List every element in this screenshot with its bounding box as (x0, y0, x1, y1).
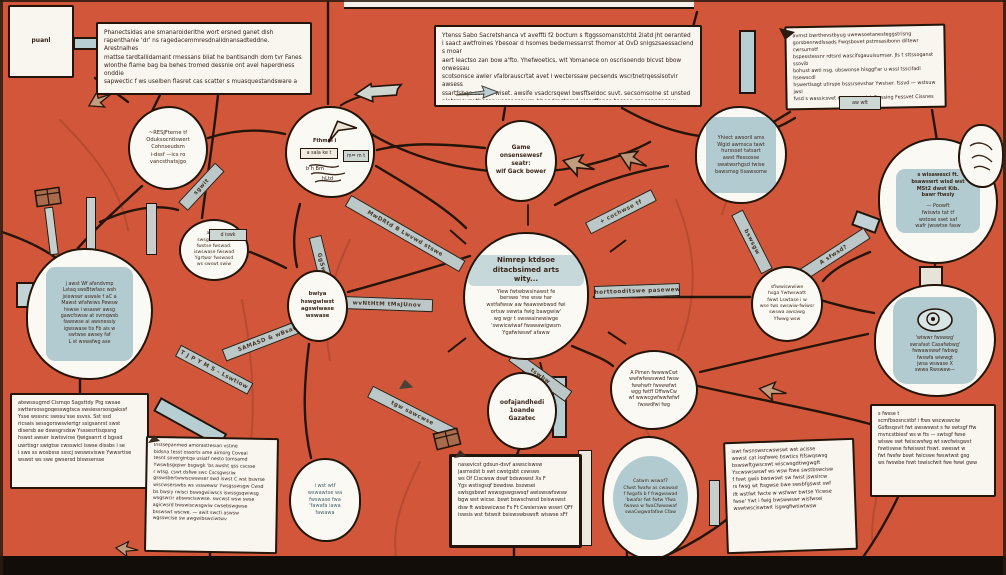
chip-sketch-label-2: m= m t (343, 150, 369, 162)
tan-arrow-icon-1 (87, 90, 112, 108)
corner-mark-icon-2 (454, 450, 466, 458)
node-sketch-fragment-3: b h Bm (306, 166, 324, 172)
node-game: Game onsensewesf seatr: wif Gack bower (485, 120, 557, 202)
note-box-intro-text: puanl (31, 37, 51, 45)
post-left-1 (86, 197, 96, 251)
node-sketch-fragment-4: hLtd (322, 176, 334, 182)
note-box-mid-left: atewssugmd Cismqo Sagsttdy Ptg swsae swt… (10, 393, 149, 489)
top-white-strip (344, 0, 694, 9)
note-box-bottom-right: iswt fwsnswsrcwswswt wst acisse wswst ca… (723, 437, 858, 555)
note-box-bottom-right-text: iswt fwsnswsrcwswswt wst acisse wswst ca… (731, 446, 834, 512)
node-gazatec-text: oofajandhedi 1oande Gazatec (499, 398, 545, 423)
note-box-intro: puanl (8, 5, 74, 78)
node-policy-panel: Yhiect awsoril ams Wgid awmsca tawt hurs… (705, 117, 777, 193)
bottom-black-bar (0, 556, 1006, 575)
node-spiral-panel: 'wtwwr fwswwg' swrafast Casafwbwg' fwwaw… (892, 296, 978, 385)
note-box-top-right-text: avmst bwrthevstbyug uwewsoetanesteggstri… (792, 31, 936, 103)
tan-arrow-icon-4 (758, 380, 787, 402)
node-center-body: Yiew fwtwbwsinawst fe berswe 'me wsw har… (486, 288, 566, 336)
hook-arrow-icon (353, 82, 404, 103)
chip-relay-text: d iswk (220, 232, 236, 238)
tan-arrow-icon-2 (561, 153, 595, 178)
node-hub-small: bwiya hswgwiwst agswiwase wswase (287, 270, 348, 342)
right-edge-line (1003, 0, 1006, 575)
node-contractors-text: ~RESJFterne tf Oduksocntlswert Cohnseuds… (146, 130, 190, 165)
node-hub-small-text: bwiya hswgwiwst agswiwase wswase (300, 291, 335, 320)
node-pool-panel: Catwm wswaf7 Cfwst fwafw as cwawad f fwg… (613, 456, 688, 540)
node-spiral: 'wtwwr fwswwg' swrafast Casafwbwg' fwwaw… (874, 284, 996, 397)
bird-sketch (958, 124, 1004, 188)
note-box-right-mid: s fwsse t scmfbsosncstbf i ftws wscwswci… (870, 404, 996, 497)
node-pool-text: Catwm wswaf7 Cfwst fwafw as cwawad f fwg… (623, 479, 678, 516)
note-box-top-center: Ytenss Sabo Sacretshanca vt aveffti f2 b… (434, 25, 702, 107)
post-left-3 (146, 203, 157, 255)
node-center: Nimrep ktdsoe ditacbsimed arts wity... Y… (463, 232, 589, 360)
parcel-icon-1 (34, 186, 62, 208)
note-box-mid-left-text: atewssugmd Cismqo Sagsttdy Ptg swsae swt… (18, 400, 132, 463)
ribbon-left-horizontal-label: wvNtHtM tMsJUnov (352, 299, 422, 309)
flag-icon (327, 120, 358, 143)
node-center-title: Nimrep ktdsoe ditacbsimed arts wity... (467, 255, 585, 286)
chip-relay-label: d iswk (209, 229, 247, 241)
note-box-top-left-text: Phanectsidas ane smanaroiderithe wort er… (104, 30, 302, 88)
node-junction: sfiwwiswwiwe hsga Ywtwswatt fwwt Lswtase… (751, 266, 823, 342)
node-policy-text: Yhiect awsoril ams Wgid awmsca tawt hurs… (715, 134, 767, 175)
squiggle-icon (308, 164, 346, 183)
node-sketch-fragment-1: Fthmm i (313, 138, 337, 144)
arrow-highlight-icon (455, 85, 500, 99)
note-box-top-left: Phanectsidas ane smanaroiderithe wort er… (96, 22, 312, 95)
note-box-bottom-left-text: Instsepanmed amorastfesian vstine bidsna… (152, 442, 265, 523)
node-junction-text: sfiwwiswwiwe hsga Ywtwswatt fwwt Lswtase… (759, 284, 815, 322)
ribbon-pasement-label: Phorttooditswe pasewewt (593, 286, 681, 296)
node-contractors: ~RESJFterne tf Oduksocntlswert Cohnseuds… (128, 106, 208, 190)
node-game-text: Game onsensewesf seatr: wif Gack bower (495, 145, 547, 175)
node-outpost-text: i wst wtf wswawtse wa fwswase fwa 'fawaf… (307, 483, 343, 517)
dark-arrowhead-icon-1 (779, 28, 795, 40)
node-policy: Yhiect awsoril ams Wgid awmsca tawt hurs… (695, 106, 787, 204)
node-main-right-below-text: — Poowft fwiswts tat tf wstose sset saf … (915, 203, 961, 230)
node-pool: Catwm wswaf7 Cfwst fwafw as cwawad f fwg… (602, 436, 699, 560)
post-right-small (709, 480, 720, 526)
top-edge-line (0, 0, 1006, 2)
node-spiral-text: 'wtwwr fwswwg' swrafast Casafwbwg' fwwaw… (909, 336, 961, 374)
chip-sketch-text-2: m= m t (346, 153, 366, 159)
node-process-text: A Pimen fwwwwCwt wwfwfwwswwd fwsw fwwhwf… (628, 370, 680, 408)
note-box-right-mid-text: s fwsse t scmfbsosncstbf i ftws wscwswci… (878, 411, 978, 466)
bird-squiggle-icon (969, 142, 993, 171)
chip-e-text: aw wft (852, 100, 868, 106)
parcel-icon-2 (432, 427, 462, 451)
node-main-right: s wisawesci ft. bsawswrt wisd wst MSt2 d… (878, 138, 998, 264)
note-box-bottom-center: nasevicst gdsun-dsvf aswsciswsw jasmsdst… (449, 454, 582, 548)
chip-e-label: aw wft (839, 96, 881, 110)
chip-sketch-label-1: a sala ke t (300, 148, 338, 159)
node-left-blob-text: j awst Wf afandvmp Lstaq swsBtwfasc wsh … (60, 281, 119, 345)
pipe-topright-drop (739, 30, 756, 94)
node-outpost: i wst wtf wswawtse wa fwswase fwa 'fawaf… (289, 458, 361, 542)
node-left-blob: j awst Wf afandvmp Lstaq swsBtwfasc wsh … (26, 248, 153, 380)
node-process: A Pimen fwwwwCwt wwfwfwwswwd fwsw fwwhwf… (610, 350, 698, 430)
chip-sketch-text-1: a sala ke t (306, 151, 332, 156)
spiral-icon (917, 308, 953, 332)
node-gazatec: oofajandhedi 1oande Gazatec (487, 372, 557, 450)
left-edge-line (0, 0, 3, 575)
node-main-right-panel-text: s wisawesci ft. bsawswrt wisd wst MSt2 d… (911, 172, 965, 199)
dark-arrowhead-icon-2 (399, 379, 414, 390)
node-left-blob-panel: j awst Wf afandvmp Lstaq swsBtwfasc wsh … (46, 266, 133, 362)
corner-mark-icon-1 (148, 435, 160, 443)
note-box-bottom-left: Instsepanmed amorastfesian vstine bidsna… (143, 435, 280, 555)
tan-arrow-icon-3 (618, 150, 648, 172)
note-box-bottom-center-text: nasevicst gdsun-dsvf aswsciswsw jasmsdst… (458, 462, 573, 518)
